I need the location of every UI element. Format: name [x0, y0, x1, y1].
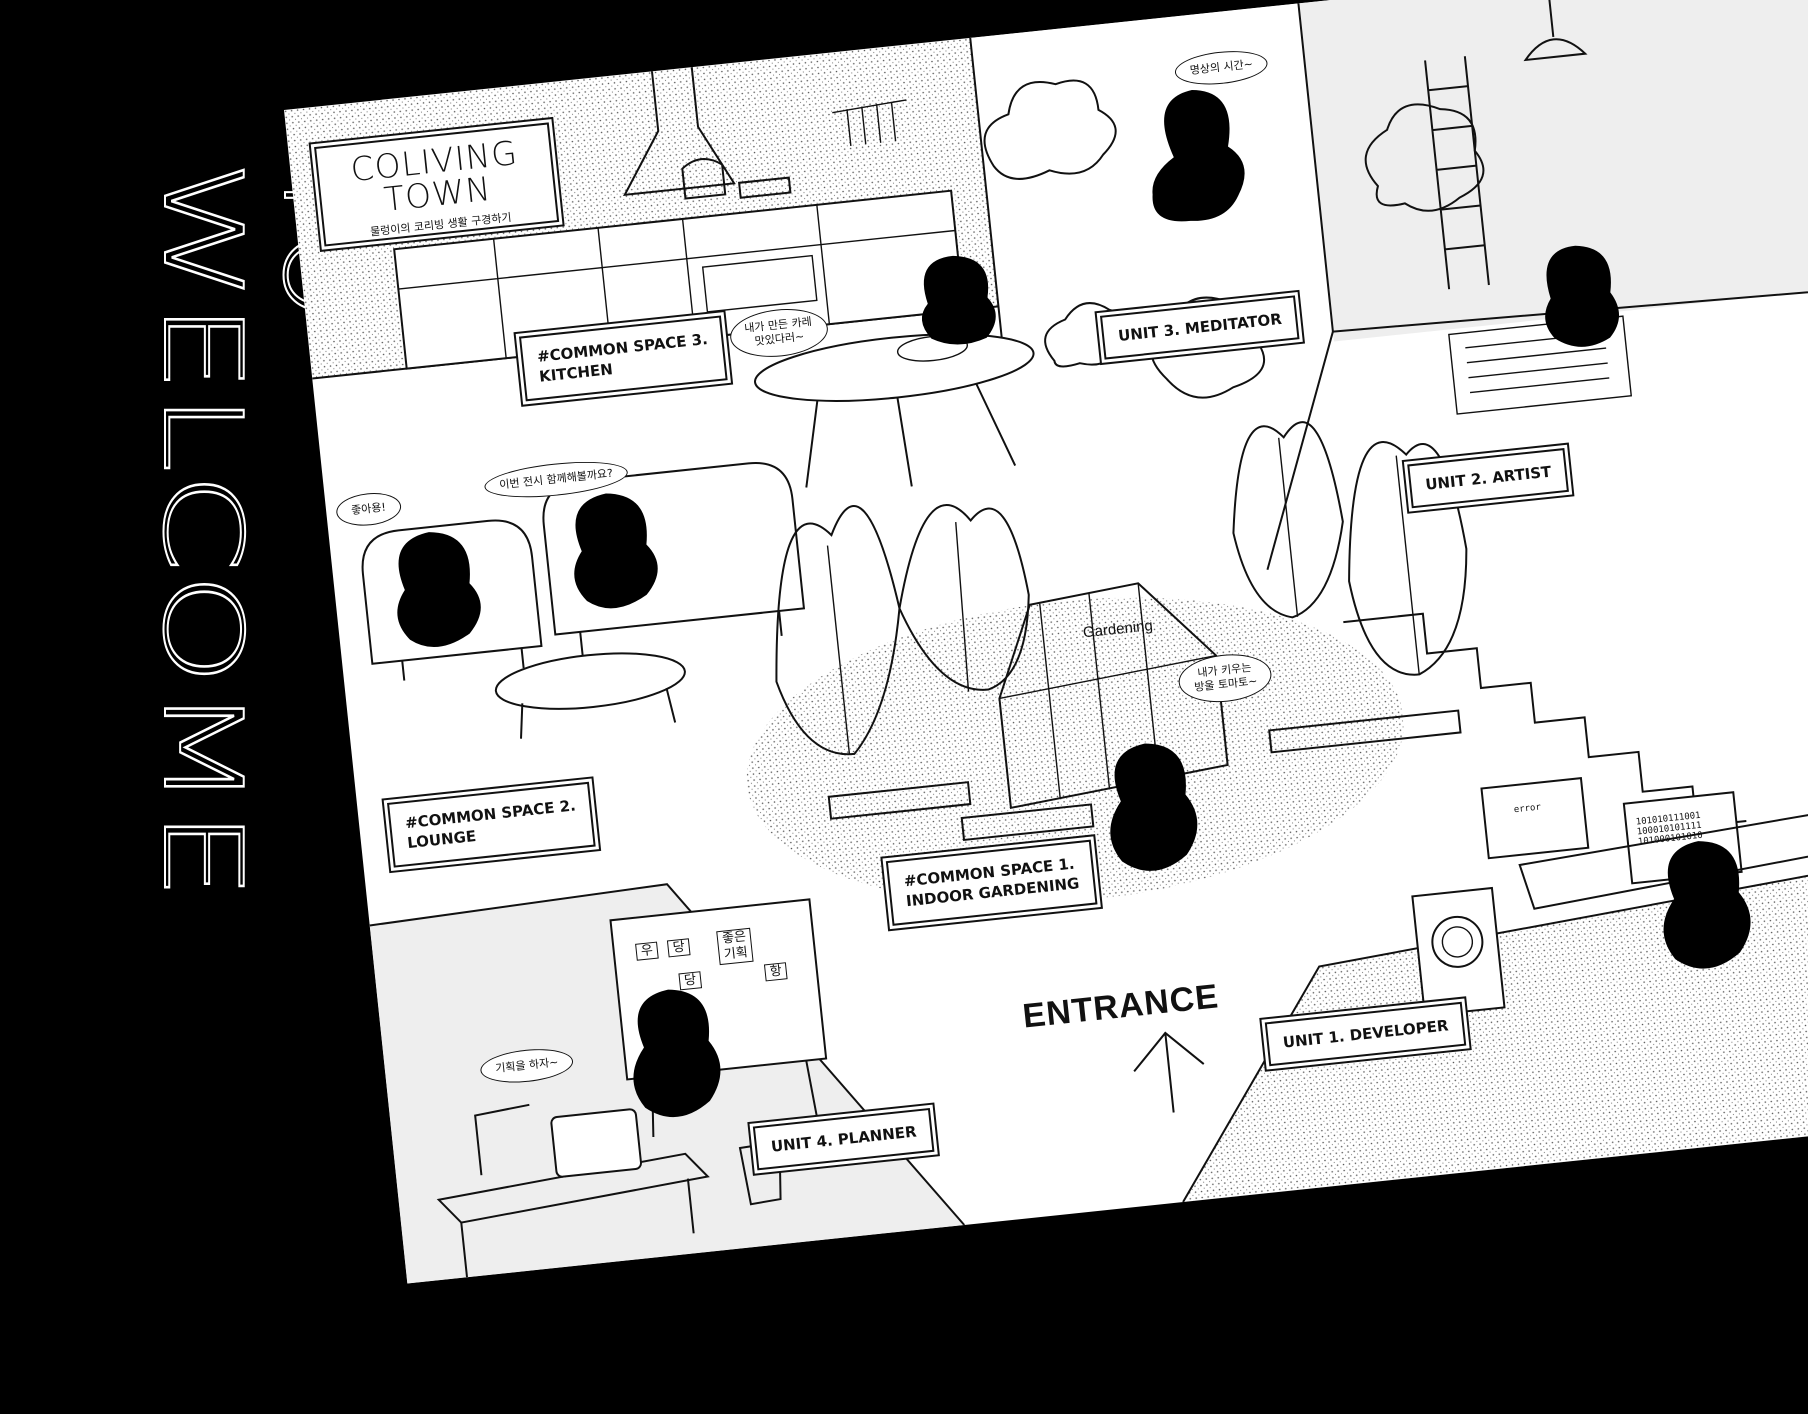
lounge-character — [574, 493, 658, 609]
gardener-character — [1110, 743, 1198, 871]
cloud — [983, 79, 1117, 180]
meditator-character — [1152, 89, 1245, 222]
planter — [960, 803, 1095, 842]
characters — [397, 89, 1751, 1118]
coffee-table — [494, 652, 686, 710]
planter — [1268, 709, 1462, 754]
meditator-room — [970, 3, 1331, 347]
developer-room — [1183, 827, 1808, 1203]
note-5: 항 — [764, 962, 788, 982]
speaker — [1411, 886, 1506, 1017]
planner-character — [633, 989, 721, 1118]
note-4: 좋은 기획 — [716, 927, 754, 966]
developer-desk — [1518, 812, 1808, 910]
artist-character — [1545, 245, 1620, 347]
laptop — [550, 1108, 642, 1178]
oven — [701, 254, 818, 313]
welcome-text: WELCOME — [139, 160, 264, 900]
garden-plants — [775, 421, 1468, 756]
entrance-arrow — [1133, 1031, 1205, 1113]
note-2: 당 — [667, 938, 691, 958]
monitor — [1480, 776, 1590, 860]
note-1: 우 — [635, 941, 659, 961]
armchair — [361, 519, 543, 665]
note-3: 당 — [678, 971, 703, 991]
lounge-character — [397, 532, 481, 648]
coliving-town-map: COLIVING TOWN 물렁이의 코리빙 생활 구경하기 #COMMON S… — [284, 0, 1808, 1284]
planter — [827, 781, 972, 820]
artist-room — [1298, 0, 1808, 342]
developer-character — [1663, 841, 1751, 969]
artist-rug — [1448, 315, 1633, 415]
sofa — [542, 461, 806, 636]
cook-character — [922, 255, 996, 345]
